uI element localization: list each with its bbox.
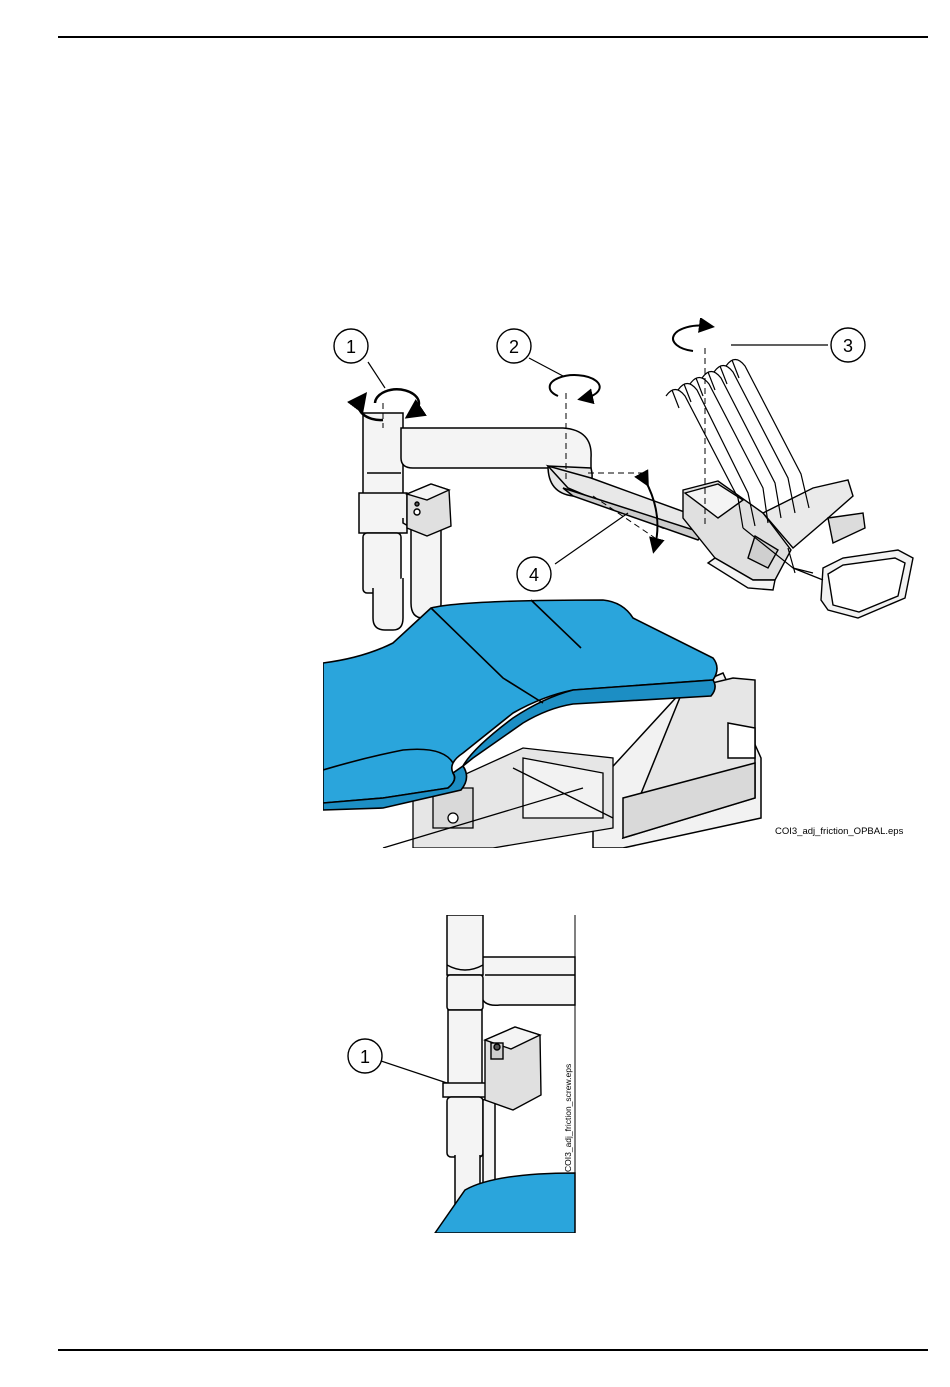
- footer-rule: [58, 1349, 928, 1351]
- callout-1-label: 1: [346, 337, 356, 357]
- callout-4-label: 4: [529, 565, 539, 585]
- callout-3: 3: [831, 328, 865, 362]
- dental-unit-illustration: 1 2 3 4: [323, 318, 933, 848]
- callout-1: 1: [334, 329, 368, 363]
- detail-callout-1: 1: [348, 1039, 382, 1073]
- rotation-arrow-3: [673, 326, 707, 351]
- detail-callout-1-label: 1: [360, 1047, 370, 1067]
- detail-control-block: [485, 1027, 541, 1110]
- instrument-tray: [793, 550, 913, 618]
- callout-4: 4: [517, 557, 551, 591]
- callout-2-label: 2: [509, 337, 519, 357]
- callout-3-label: 3: [843, 336, 853, 356]
- callout-2: 2: [497, 329, 531, 363]
- rotation-arrow-2: [550, 375, 600, 398]
- figure-main-caption: COI3_adj_friction_OPBAL.eps: [775, 826, 903, 837]
- control-block: [407, 484, 451, 536]
- detail-callout-leader: [381, 1061, 447, 1083]
- header-rule: [58, 36, 928, 38]
- pillar-detail-illustration: 1: [335, 915, 580, 1233]
- detail-arm: [480, 957, 575, 1005]
- figure-detail-caption: COI3_adj_friction_screw.eps: [563, 1064, 573, 1172]
